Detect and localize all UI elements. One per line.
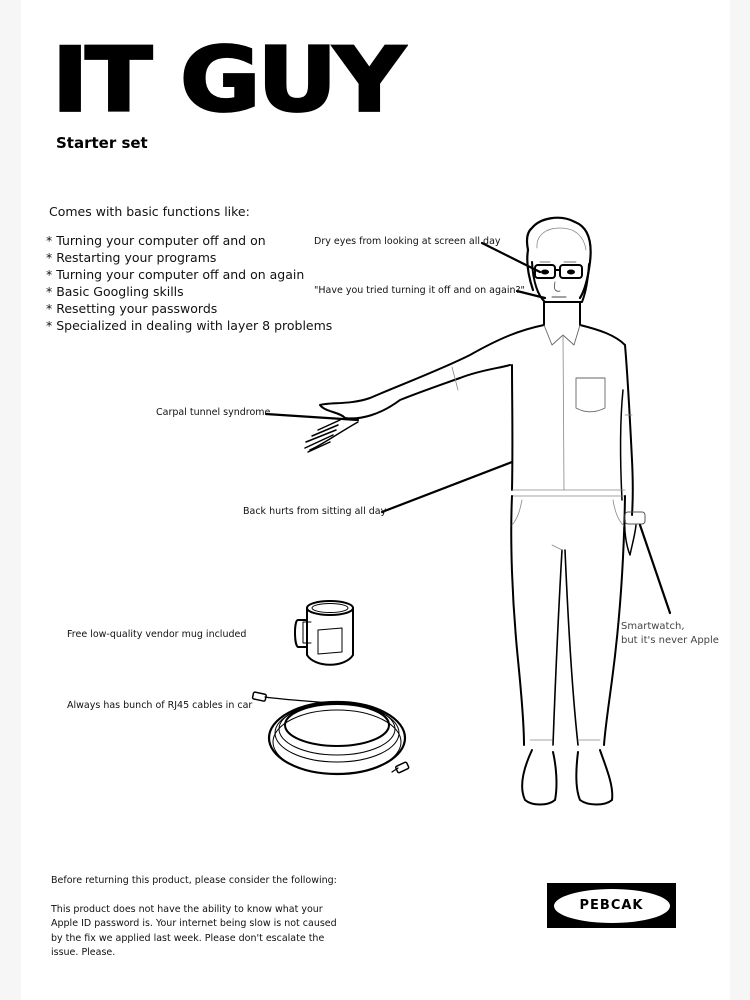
page-title: IT GUY <box>50 28 406 132</box>
annotation-quote: "Have you tried turning it off and on ag… <box>314 285 525 296</box>
features-intro: Comes with basic functions like: <box>49 204 250 219</box>
annotation-cables: Always has bunch of RJ45 cables in car <box>67 700 253 711</box>
head-figure <box>525 216 592 326</box>
feature-item: * Restarting your programs <box>46 250 217 265</box>
logo-oval: PEBCAK <box>553 888 670 923</box>
feature-item: * Specialized in dealing with layer 8 pr… <box>46 318 333 333</box>
rj45-cable-icon <box>251 691 410 776</box>
mug-icon <box>294 600 354 666</box>
annotation-smartwatch-line1: Smartwatch, <box>621 621 685 632</box>
feature-item: * Turning your computer off and on again <box>46 267 305 282</box>
annotation-smartwatch-line2: but it's never Apple <box>621 635 719 646</box>
feature-item: * Resetting your passwords <box>46 301 218 316</box>
annotation-smartwatch: Smartwatch, but it's never Apple <box>621 620 719 648</box>
leader-lines <box>264 241 672 615</box>
torso-figure <box>304 324 634 516</box>
legs-figure <box>510 495 646 806</box>
page-subtitle: Starter set <box>56 134 148 152</box>
pebcak-logo: PEBCAK <box>547 883 676 928</box>
annotation-dry-eyes: Dry eyes from looking at screen all day <box>314 236 501 247</box>
poster-paper <box>21 0 730 1000</box>
return-notice-heading: Before returning this product, please co… <box>51 875 337 886</box>
logo-text: PEBCAK <box>579 898 644 913</box>
annotation-carpal-tunnel: Carpal tunnel syndrome <box>156 407 271 418</box>
feature-item: * Turning your computer off and on <box>46 233 266 248</box>
features-list: * Turning your computer off and on * Res… <box>46 232 332 334</box>
return-notice: Before returning this product, please co… <box>51 874 351 975</box>
feature-item: * Basic Googling skills <box>46 284 184 299</box>
annotation-mug: Free low-quality vendor mug included <box>67 629 247 640</box>
return-notice-body: This product does not have the ability t… <box>51 903 337 959</box>
annotation-back-hurts: Back hurts from sitting all day <box>243 506 387 517</box>
